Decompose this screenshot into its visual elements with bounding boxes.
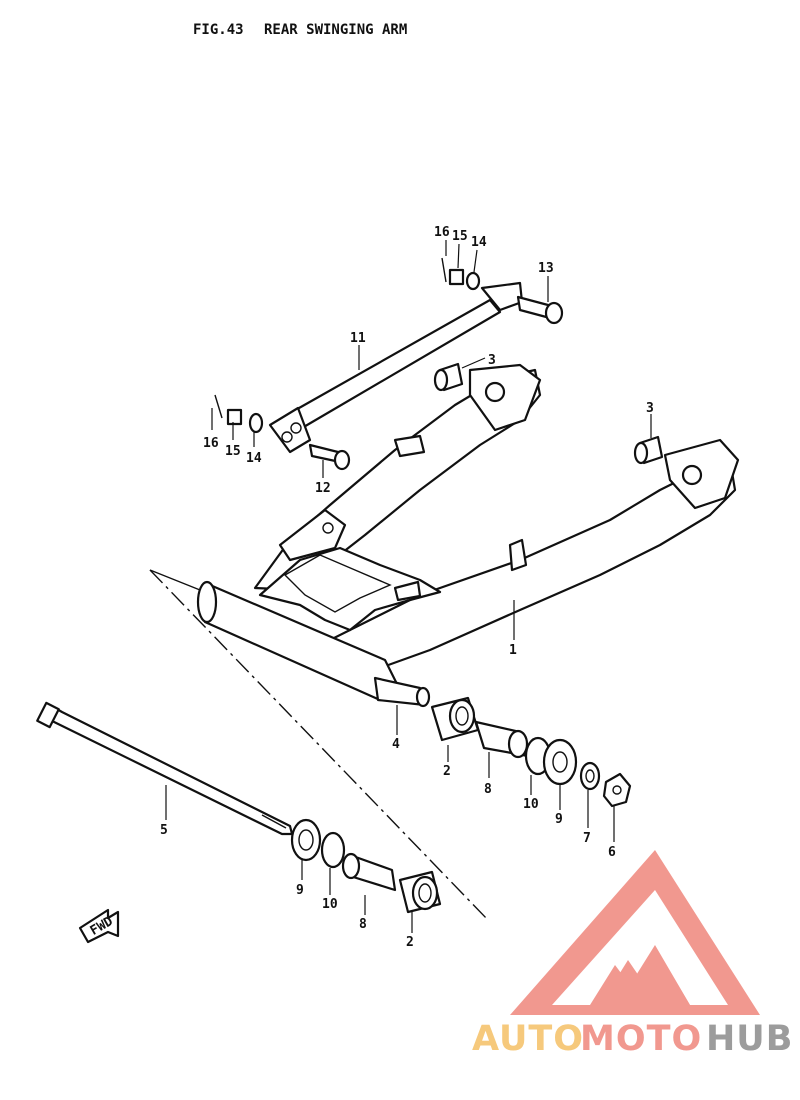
- collar-8-right: [474, 720, 530, 759]
- callout-6: 6: [608, 845, 616, 860]
- leader-lines: [165, 240, 652, 933]
- callout-11: 11: [350, 331, 366, 346]
- callout-16-upper: 16: [434, 225, 450, 240]
- nut-6: [602, 772, 632, 808]
- figure-title: REAR SWINGING ARM: [264, 22, 407, 38]
- callout-7: 7: [583, 831, 591, 846]
- callout-8-right: 8: [484, 782, 492, 797]
- bolt-12: [308, 443, 351, 471]
- bolt-13: [516, 295, 564, 325]
- callout-9-right: 9: [555, 812, 563, 827]
- callout-3-upper: 3: [488, 353, 496, 368]
- callout-15-upper: 15: [452, 229, 468, 244]
- callout-15-lower: 15: [225, 444, 241, 459]
- seal-9-right: [542, 738, 578, 786]
- seal-9-left: [290, 818, 322, 862]
- torque-link-rod: [268, 281, 524, 454]
- bushing-3-lower: [633, 435, 664, 465]
- callout-labels: 16 15 14 13 11 3 16 15 14 12 3 1 4 2 8 1…: [160, 225, 654, 950]
- callout-5: 5: [160, 823, 168, 838]
- watermark-moto: MOTO: [580, 1019, 702, 1059]
- callout-1: 1: [509, 643, 517, 658]
- callout-10-right: 10: [523, 797, 539, 812]
- watermark-auto: AUTO: [472, 1019, 584, 1059]
- callout-10-left: 10: [322, 897, 338, 912]
- callout-8-left: 8: [359, 917, 367, 932]
- callout-14-lower: 14: [246, 451, 262, 466]
- collar-8-left: [341, 852, 397, 892]
- pivot-centerline: [149, 569, 489, 921]
- upper-fastener-set: [441, 257, 481, 291]
- swinging-arm: [196, 363, 740, 702]
- washer-10-left: [320, 831, 346, 869]
- callout-4: 4: [392, 737, 400, 752]
- callout-16-lower: 16: [203, 436, 219, 451]
- bearing-2-left: [398, 870, 442, 914]
- callout-9-left: 9: [296, 883, 304, 898]
- spacer-4: [373, 676, 431, 708]
- figure-number: FIG.43: [193, 22, 244, 38]
- pivot-shaft-5: [36, 701, 294, 836]
- callout-2-left: 2: [406, 935, 414, 950]
- washer-7: [579, 761, 601, 791]
- fwd-arrow-icon: FWD: [78, 908, 120, 944]
- callout-2-right: 2: [443, 764, 451, 779]
- lower-fastener-set: [214, 394, 264, 434]
- bushing-3-upper: [433, 362, 464, 392]
- watermark-hub: HUB: [706, 1019, 793, 1059]
- callout-12: 12: [315, 481, 331, 496]
- callout-13: 13: [538, 261, 554, 276]
- bearing-2-right: [430, 696, 480, 742]
- watermark-logo: AUTO MOTO HUB: [472, 850, 793, 1059]
- callout-14-upper: 14: [471, 235, 487, 250]
- callout-3-lower: 3: [646, 401, 654, 416]
